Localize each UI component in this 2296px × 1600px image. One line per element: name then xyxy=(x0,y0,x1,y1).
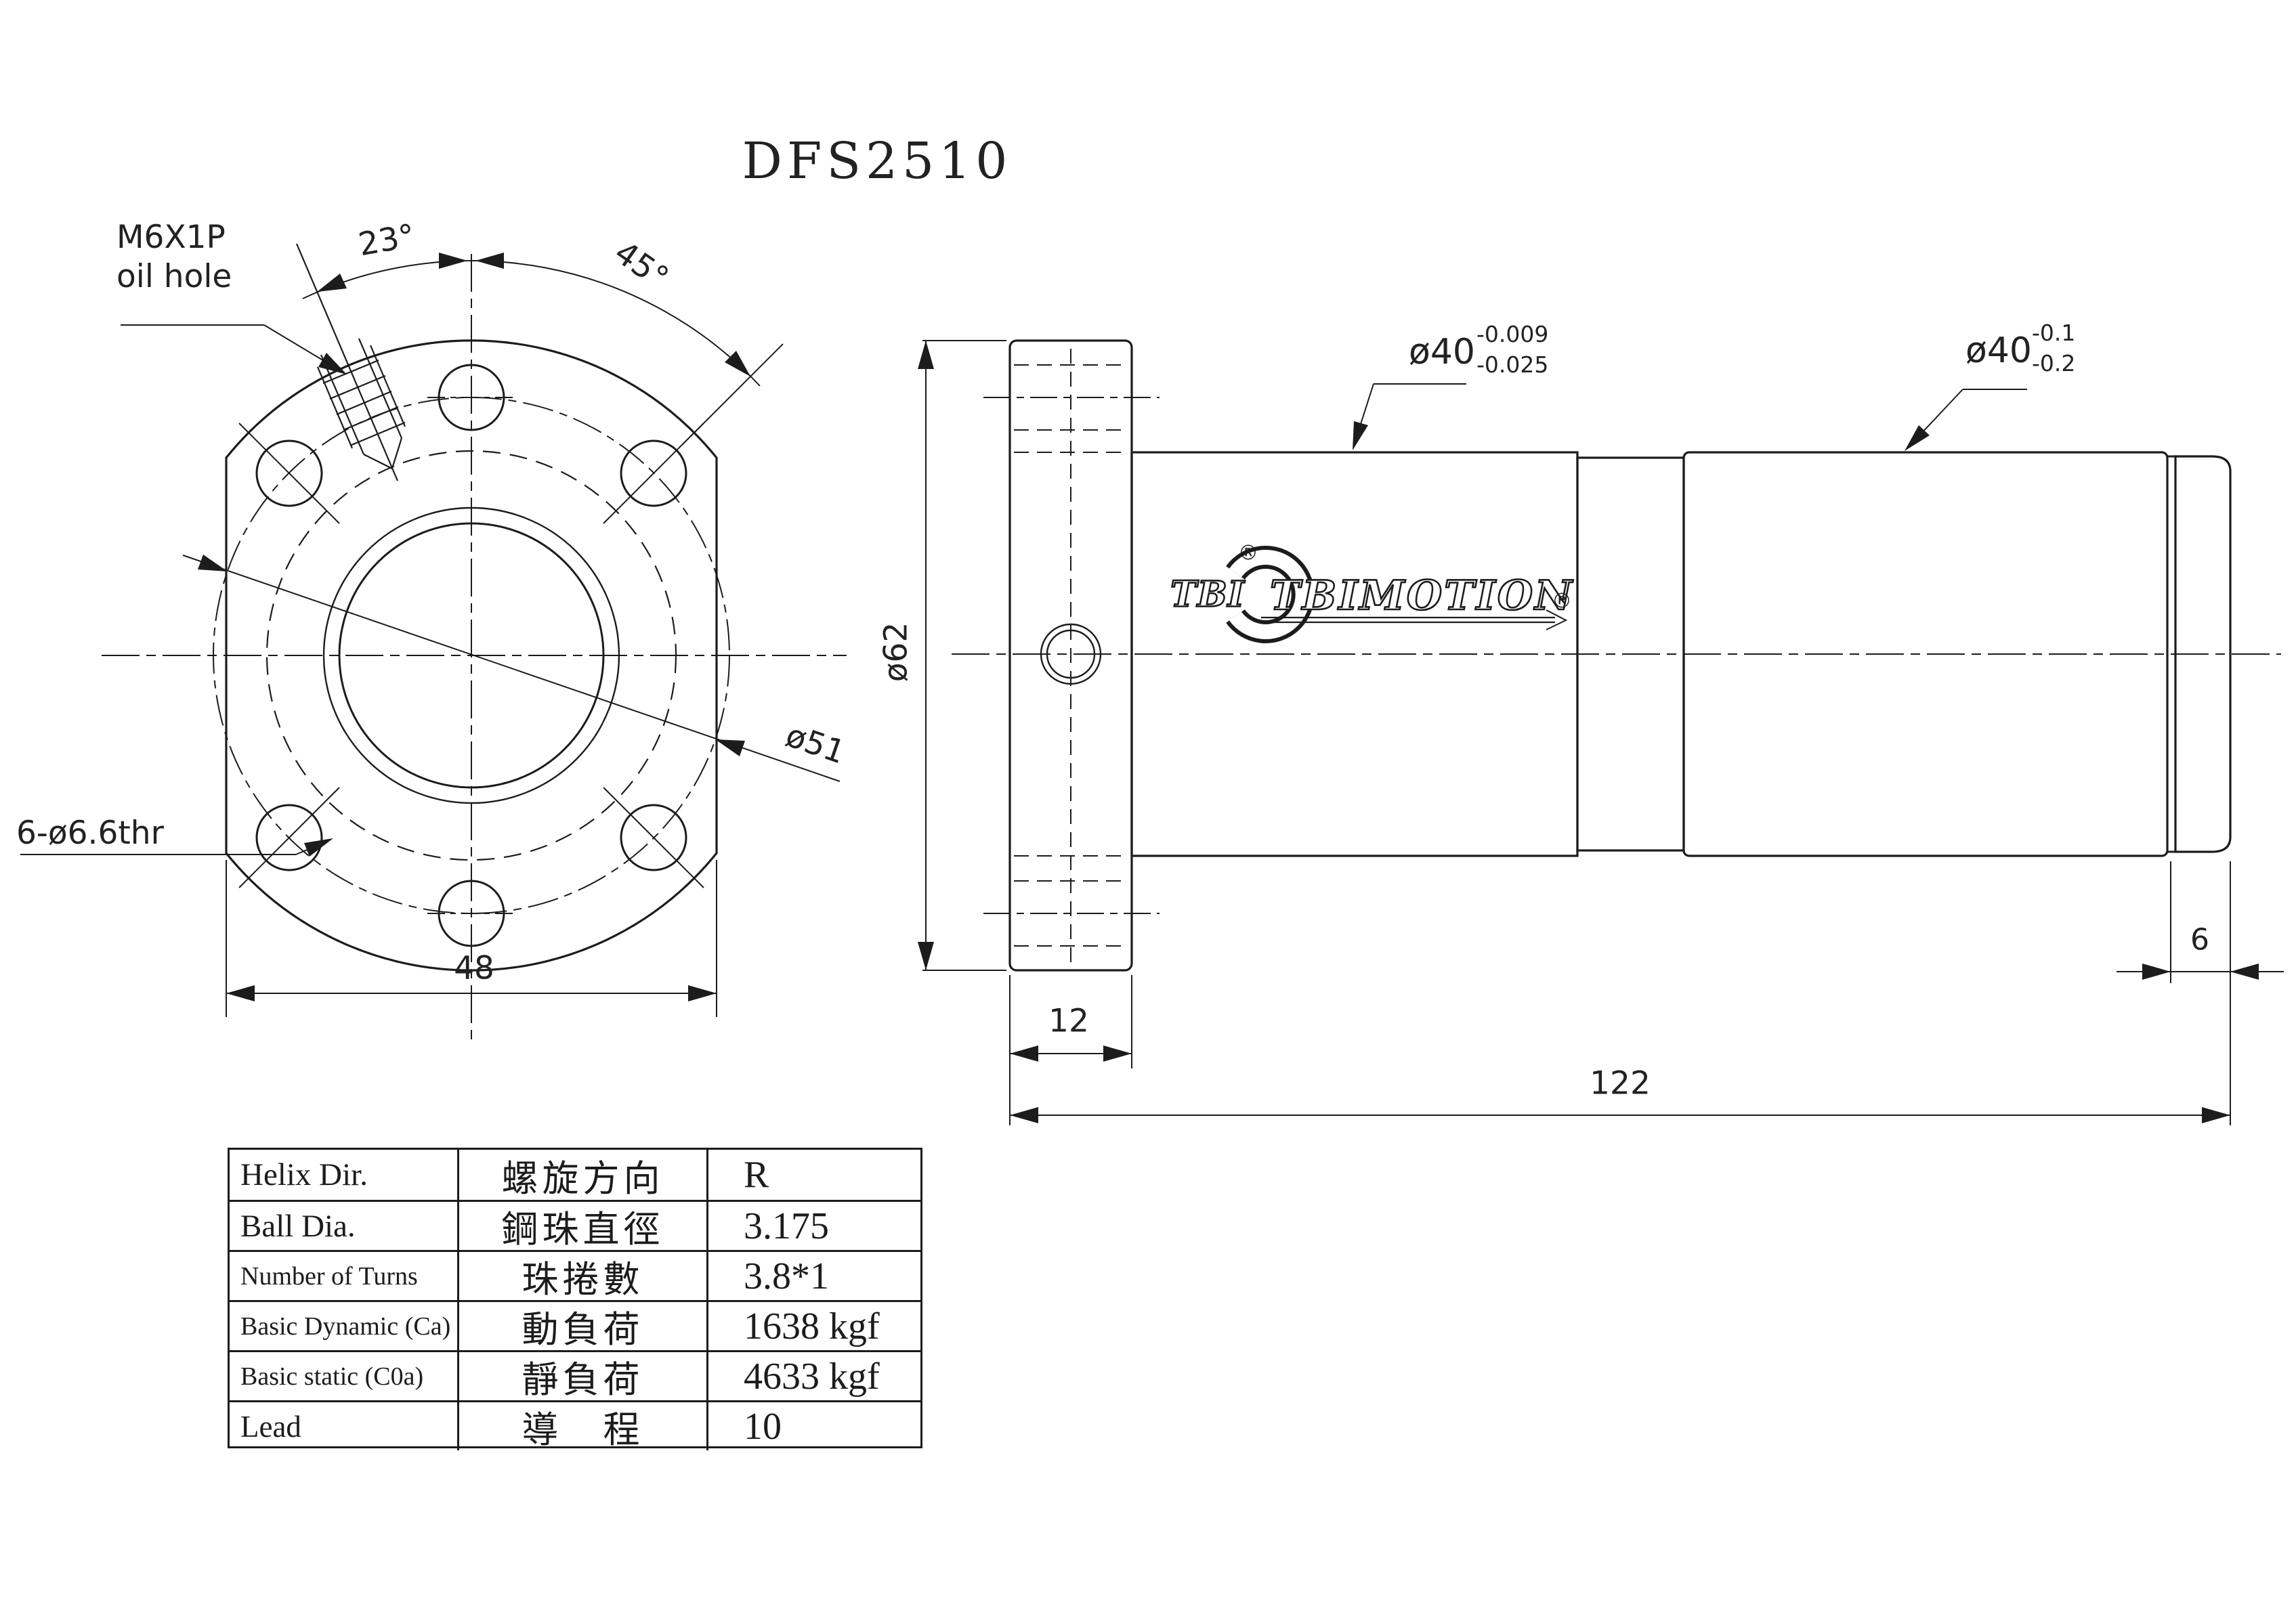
row-label-en: Basic Dynamic (Ca) xyxy=(240,1312,451,1341)
row-value: 3.175 xyxy=(706,1202,922,1250)
oil-hole-text-label: oil hole xyxy=(116,258,232,295)
flange-od-dim: ø62 xyxy=(877,622,915,683)
row-label-en: Helix Dir. xyxy=(240,1157,368,1192)
row-label-en: Ball Dia. xyxy=(240,1208,356,1244)
flange-thickness-dim: 12 xyxy=(1048,1002,1089,1040)
body-dia-rear-tol-lower: -0.2 xyxy=(2032,350,2076,376)
row-value: 10 xyxy=(706,1402,922,1450)
registered-mark-icon: ® xyxy=(1552,589,1572,613)
end-cap-width-dim: 6 xyxy=(2190,922,2209,957)
table-row: Ball Dia. 鋼珠直徑 3.175 xyxy=(230,1200,922,1251)
bolt-holes-dim: 6-ø6.6thr xyxy=(16,815,164,852)
arrowheads xyxy=(198,253,2259,1123)
table-row: Basic static (C0a) 靜負荷 4633 kgf xyxy=(230,1350,922,1401)
body-dia-rear-dim: ø40 xyxy=(1965,330,2032,371)
row-label-en: Lead xyxy=(240,1409,301,1444)
row-label-zh: 導 程 xyxy=(457,1402,706,1451)
body-dia-front-dim: ø40 xyxy=(1409,332,1475,372)
side-view xyxy=(922,339,2284,1125)
tbi-logo-badge-text: TBI xyxy=(1170,573,1246,616)
body-dia-front-tol-lower: -0.025 xyxy=(1476,351,1549,378)
row-label-zh: 螺旋方向 xyxy=(457,1150,706,1200)
od-dim xyxy=(922,340,1006,971)
row-value: R xyxy=(706,1150,922,1200)
width-across-flats-dim: 48 xyxy=(454,949,494,987)
angle-dimensions xyxy=(302,260,784,446)
drawing-title: DFS2510 xyxy=(742,132,1013,190)
oil-hole xyxy=(295,243,406,481)
oil-hole-spec-label: M6X1P xyxy=(116,219,226,256)
row-label-zh: 靜負荷 xyxy=(457,1352,706,1401)
row-label-zh: 珠捲數 xyxy=(457,1252,706,1301)
spec-table: Helix Dir. 螺旋方向 R Ball Dia. 鋼珠直徑 3.175 N… xyxy=(228,1148,922,1451)
table-row: Helix Dir. 螺旋方向 R xyxy=(230,1150,920,1200)
table-row: Basic Dynamic (Ca) 動負荷 1638 kgf xyxy=(230,1300,922,1351)
tbi-logo-wordmark: TBIMOTION xyxy=(1269,571,1574,621)
width-dim xyxy=(226,860,717,1017)
overall-length-dim: 122 xyxy=(1590,1064,1651,1102)
tbi-logo-ring xyxy=(1226,546,1568,643)
row-label-en: Number of Turns xyxy=(240,1261,418,1291)
body-dia-rear-tol-upper: -0.1 xyxy=(2032,320,2076,346)
row-label-en: Basic static (C0a) xyxy=(240,1362,424,1391)
front-view xyxy=(20,243,847,1046)
row-value: 4633 kgf xyxy=(706,1352,922,1400)
body-dia-front-tol-upper: -0.009 xyxy=(1476,321,1549,347)
row-value: 3.8*1 xyxy=(706,1252,922,1300)
leaders xyxy=(20,324,343,855)
table-row: Number of Turns 珠捲數 3.8*1 xyxy=(230,1250,922,1301)
row-label-zh: 鋼珠直徑 xyxy=(457,1202,706,1251)
registered-mark-icon: ® xyxy=(1238,541,1258,565)
row-value: 1638 kgf xyxy=(706,1302,922,1350)
table-row: Lead 導 程 10 xyxy=(230,1400,922,1451)
row-label-zh: 動負荷 xyxy=(457,1302,706,1351)
